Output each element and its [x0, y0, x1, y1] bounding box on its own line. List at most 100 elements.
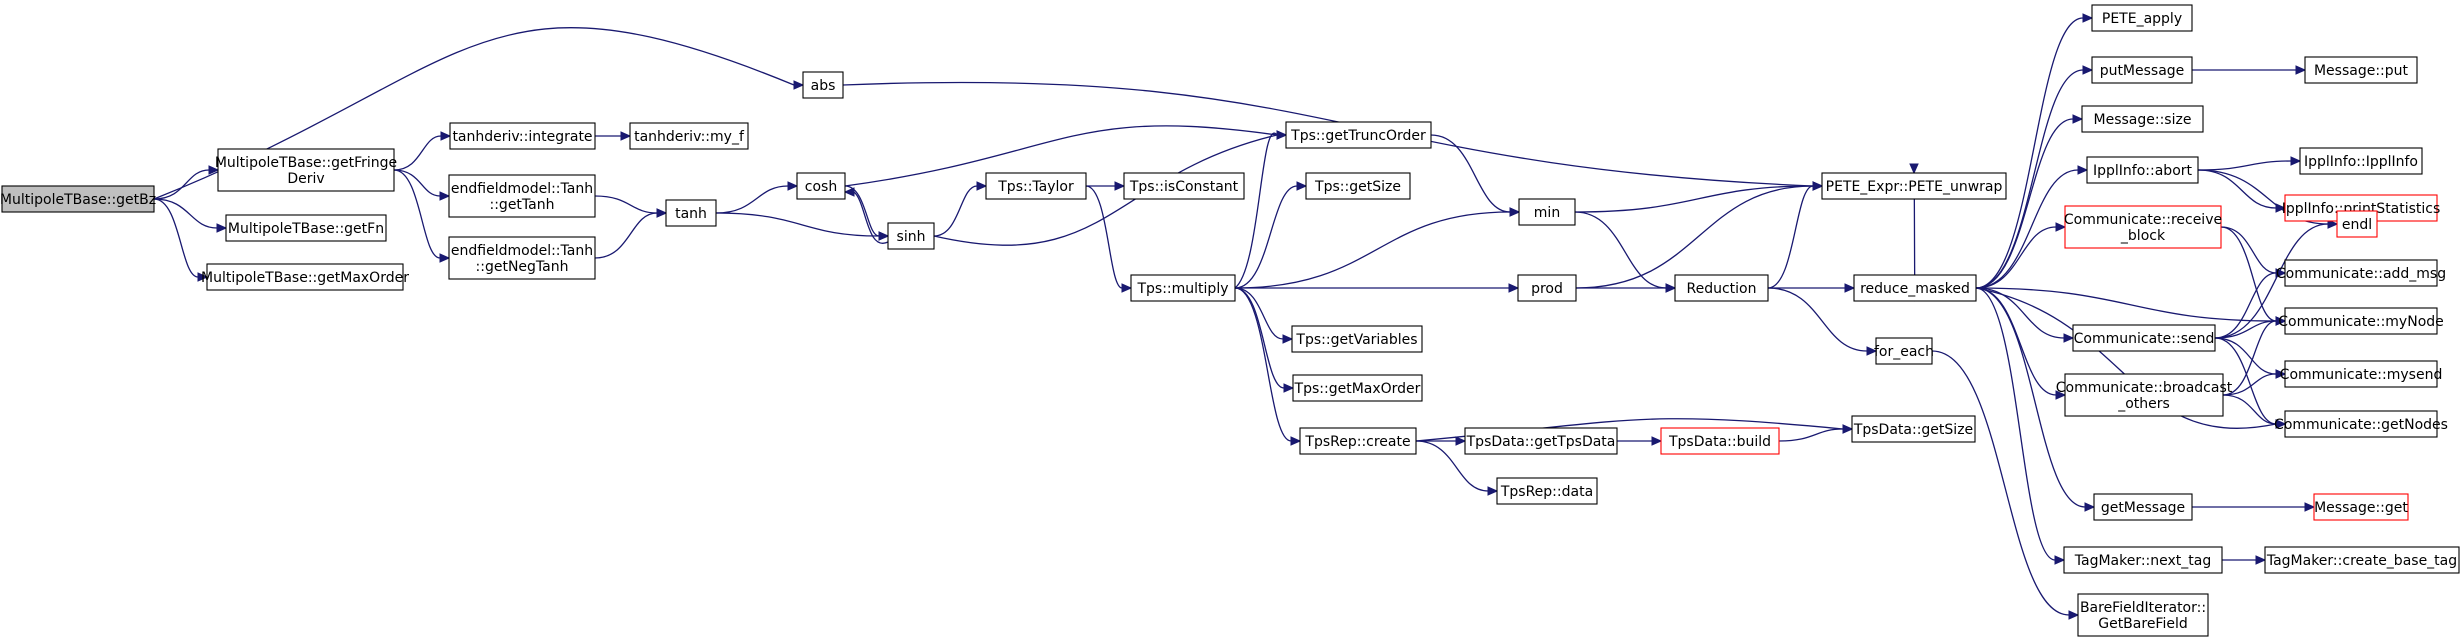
node-label: TpsRep::data: [1500, 484, 1593, 500]
edge-line: [1234, 211, 1511, 289]
node-reduceMasked[interactable]: reduce_masked: [1853, 274, 1977, 302]
node-reduction[interactable]: Reduction: [1674, 274, 1769, 302]
node-commBroadcastOthers[interactable]: Communicate::broadcast_others: [2056, 373, 2233, 417]
node-commMySend[interactable]: Communicate::mysend: [2280, 360, 2443, 388]
node-label: Communicate::send: [2074, 331, 2215, 347]
node-box: [1285, 121, 1432, 149]
node-tpsGetTruncOrder[interactable]: Tps::getTruncOrder: [1285, 121, 1432, 149]
node-tpsGetVariables[interactable]: Tps::getVariables: [1291, 325, 1423, 353]
node-tdIntegrate[interactable]: tanhderiv::integrate: [449, 122, 596, 150]
node-bareFieldIter[interactable]: BareFieldIterator::GetBareField: [2077, 593, 2209, 637]
node-peteApply[interactable]: PETE_apply: [2091, 4, 2193, 32]
node-tpsIsConstant[interactable]: Tps::isConstant: [1123, 172, 1245, 200]
arrowhead: [1508, 283, 1520, 293]
node-commSend[interactable]: Communicate::send: [2072, 324, 2216, 352]
node-label: Deriv: [287, 171, 324, 187]
node-box: [1305, 172, 1411, 200]
node-tanh[interactable]: tanh: [665, 199, 717, 227]
node-box: [802, 71, 844, 99]
node-tagNextTag[interactable]: TagMaker::next_tag: [2063, 546, 2223, 574]
node-box: [2304, 56, 2418, 84]
node-tpsDataGetSize[interactable]: TpsData::getSize: [1851, 415, 1976, 443]
edge-getBz-to-getFn: [153, 198, 228, 233]
node-label: Reduction: [1687, 281, 1757, 297]
node-box: [2081, 105, 2204, 133]
node-box: [2284, 410, 2438, 438]
node-getFn[interactable]: MultipoleTBase::getFn: [225, 214, 387, 242]
node-label: tanhderiv::my_f: [634, 129, 745, 145]
node-min[interactable]: min: [1518, 198, 1576, 226]
node-tpsGetSize[interactable]: Tps::getSize: [1305, 172, 1411, 200]
arrowhead: [1866, 346, 1878, 356]
arrowhead: [1282, 334, 1294, 344]
edge-tdIntegrate-to-tdMyF: [595, 131, 632, 141]
edge-line: [1931, 350, 2070, 616]
node-putMessage[interactable]: putMessage: [2091, 56, 2193, 84]
node-label: endfieldmodel::Tanh: [451, 181, 593, 197]
edge-commBroadcastOthers-to-commGetNodes: [2222, 394, 2287, 429]
node-label: tanhderiv::integrate: [452, 129, 592, 145]
node-commAddMsg[interactable]: Communicate::add_msg: [2276, 259, 2446, 287]
node-cosh[interactable]: cosh: [796, 172, 846, 200]
edge-line: [2197, 169, 2277, 209]
node-tpsMultiply[interactable]: Tps::multiply: [1130, 274, 1236, 302]
node-box: [2093, 493, 2193, 521]
node-efmGetTanh[interactable]: endfieldmodel::Tanh::getTanh: [448, 174, 596, 218]
edge-line: [1574, 211, 1667, 289]
arrowhead: [2290, 156, 2302, 166]
edge-tpsDataGetTpsData-to-tpsDataBuild: [1617, 436, 1663, 446]
edge-commSend-to-commMySend: [2214, 337, 2287, 379]
node-label: Message::get: [2314, 500, 2408, 516]
node-tdMyF[interactable]: tanhderiv::my_f: [629, 122, 749, 150]
node-box: [2336, 210, 2378, 238]
arrowhead: [208, 165, 220, 175]
edge-layer: [153, 13, 2339, 620]
node-tagCreateBaseTag[interactable]: TagMaker::create_base_tag: [2264, 546, 2460, 574]
node-box: [2299, 147, 2423, 175]
node-tpsRepCreate[interactable]: TpsRep::create: [1299, 427, 1417, 455]
node-label: tanh: [675, 206, 707, 222]
arrowhead: [1283, 383, 1295, 393]
arrowhead: [1651, 436, 1663, 446]
node-commReceiveBlock[interactable]: Communicate::receive_block: [2064, 205, 2222, 249]
edge-commBroadcastOthers-to-commMyNode: [2222, 316, 2287, 396]
node-tpsDataBuild[interactable]: TpsData::build: [1660, 427, 1780, 455]
node-tpsDataGetTpsData[interactable]: TpsData::getTpsData: [1464, 427, 1618, 455]
node-commMyNode[interactable]: Communicate::myNode: [2278, 307, 2444, 335]
arrowhead: [2054, 555, 2066, 565]
edge-line: [1234, 185, 1298, 289]
arrowhead: [656, 208, 668, 218]
node-tpsTaylor[interactable]: Tps::Taylor: [985, 172, 1087, 200]
node-messageSize[interactable]: Message::size: [2081, 105, 2204, 133]
node-box: [1517, 274, 1577, 302]
edge-line: [2214, 337, 2277, 425]
node-endl[interactable]: endl: [2336, 210, 2378, 238]
node-tpsGetMaxOrder[interactable]: Tps::getMaxOrder: [1292, 374, 1423, 402]
node-prod[interactable]: prod: [1517, 274, 1577, 302]
node-tpsRepData[interactable]: TpsRep::data: [1496, 477, 1598, 505]
node-ipplInfoAbort[interactable]: IpplInfo::abort: [2086, 156, 2199, 184]
edge-line: [1085, 185, 1123, 289]
node-getMessage[interactable]: getMessage: [2093, 493, 2193, 521]
node-peteUnwrap[interactable]: PETE_Expr::PETE_unwrap: [1821, 172, 2007, 200]
node-box: [1851, 415, 1976, 443]
node-box: [2077, 593, 2209, 637]
node-abs[interactable]: abs: [802, 71, 844, 99]
arrowhead: [197, 272, 209, 282]
node-messagePut[interactable]: Message::put: [2304, 56, 2418, 84]
node-getBz[interactable]: MultipoleTBase::getBz: [0, 185, 156, 213]
edge-min-to-reduction: [1574, 211, 1677, 293]
edge-line: [2222, 373, 2277, 396]
node-messageGet[interactable]: Message::get: [2313, 493, 2409, 521]
node-forEach[interactable]: for_each: [1874, 337, 1934, 365]
edge-tpsMultiply-to-min: [1234, 207, 1521, 289]
node-commGetNodes[interactable]: Communicate::getNodes: [2274, 410, 2448, 438]
node-getMaxOrderMT[interactable]: MultipoleTBase::getMaxOrder: [201, 263, 409, 291]
node-box: [2091, 4, 2193, 32]
node-ipplInfoCtor[interactable]: IpplInfo::IpplInfo: [2299, 147, 2423, 175]
node-sinh[interactable]: sinh: [887, 222, 935, 250]
node-efmGetNegTanh[interactable]: endfieldmodel::Tanh::getNegTanh: [448, 236, 596, 280]
edge-line: [1975, 287, 2056, 561]
edge-line: [153, 198, 199, 278]
